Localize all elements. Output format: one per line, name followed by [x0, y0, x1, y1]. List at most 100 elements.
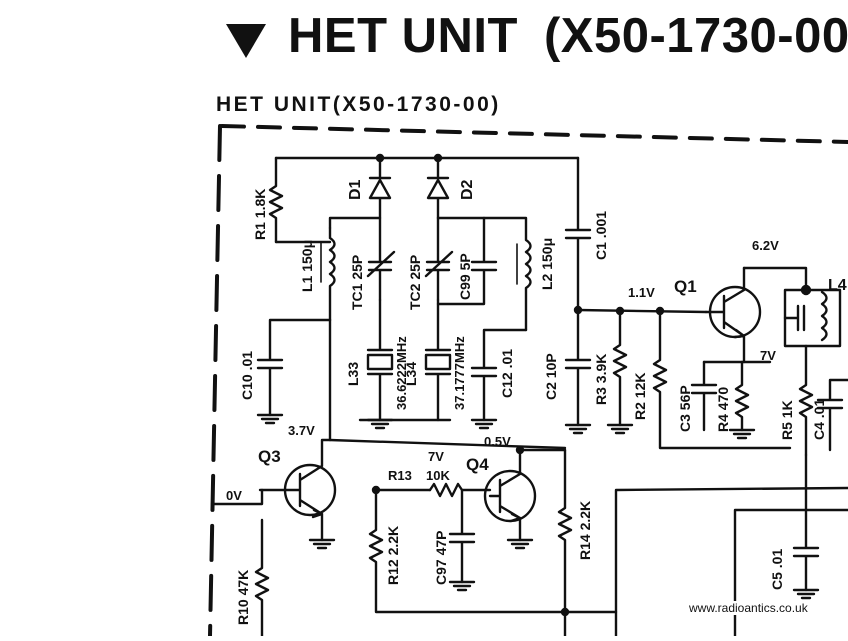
r14-label: R14 2.2K: [577, 501, 593, 560]
tc1-trimmer: [366, 216, 396, 302]
down-triangle-icon: [226, 24, 266, 58]
v0-label: 0V: [226, 488, 242, 503]
node-q4-collector: [515, 445, 525, 455]
c1-label: C1 .001: [593, 211, 609, 260]
r13-value: 10K: [426, 468, 450, 483]
q1-label: Q1: [674, 277, 697, 296]
c10-ground: [256, 413, 284, 425]
title-text: HET UNIT (X50-1730-00: [288, 8, 848, 64]
r14-out: [563, 610, 618, 638]
c5-ground: [792, 588, 820, 600]
r4-ground: [728, 428, 756, 440]
d1-label: D1: [347, 179, 364, 200]
v37-label: 3.7V: [288, 423, 315, 438]
c3-capacitor: [690, 360, 718, 432]
x2-crystal: [424, 298, 452, 422]
c5-label: C5 .01: [769, 549, 785, 590]
c4-label: C4 .01: [811, 399, 827, 440]
c12-capacitor: [470, 328, 528, 422]
r3-resistor: [612, 309, 628, 427]
c1-capacitor: [564, 156, 592, 312]
c99-label: C99 5P: [457, 253, 473, 300]
r14-resistor: [557, 448, 573, 614]
v7b-label: 7V: [428, 449, 444, 464]
page-title: HET UNIT (X50-1730-00: [226, 8, 848, 70]
v05-label: 0.5V: [484, 434, 511, 449]
l1-inductor: [328, 226, 336, 322]
v7a-label: 7V: [760, 348, 776, 363]
r13-resistor: [428, 482, 492, 498]
q1-base-line: [576, 308, 708, 314]
q1-collector-tank: [742, 266, 808, 292]
v62-label: 6.2V: [752, 238, 779, 253]
r5-resistor: [798, 344, 814, 457]
r5-to-c5: [792, 453, 820, 592]
l4-inductor: [820, 290, 828, 342]
r5-label: R5 1K: [779, 400, 795, 440]
q3-ground: [308, 538, 336, 550]
r12-resistor: [368, 488, 567, 614]
c12-ground: [470, 418, 498, 430]
node-d1-top: [375, 153, 385, 163]
l2-label: L2 150μ: [539, 238, 555, 290]
r1-label: R1 1.8K: [252, 189, 268, 240]
c2-label: C2 10P: [543, 353, 559, 400]
node-tank: [800, 284, 812, 296]
frame-label: HET UNIT(X50-1730-00): [216, 93, 501, 116]
q4-ground: [506, 538, 534, 550]
r10-label: R10 47K: [235, 570, 251, 625]
node-c2: [573, 305, 583, 315]
tc2-label: TC2 25P: [407, 255, 423, 310]
c10-label: C10 .01: [239, 351, 255, 400]
d2-label: D2: [459, 179, 476, 200]
l4-label: L4: [828, 277, 847, 294]
node-d2-top: [433, 153, 443, 163]
q3-label: Q3: [258, 447, 281, 466]
r10-resistor: [254, 518, 270, 638]
l2-inductor: [482, 216, 532, 332]
c4-capacitor: [816, 378, 848, 452]
tank-cap: [783, 304, 806, 332]
r3-label: R3 3.9K: [593, 354, 609, 405]
frame-left-dashed: [208, 124, 222, 638]
title-part-code: (X50-1730-00: [543, 9, 848, 63]
d1-diode: [328, 156, 392, 230]
c97-ground: [448, 580, 476, 592]
q4-leads: [488, 448, 567, 542]
c12-label: C12 .01: [499, 349, 515, 398]
v11-label: 1.1V: [628, 285, 655, 300]
q3-base-line: [210, 488, 264, 506]
r2-label: R2 12K: [632, 373, 648, 420]
frame-top-dashed: [220, 124, 848, 144]
r13-label: R13: [388, 468, 412, 483]
tc1-label: TC1 25P: [349, 255, 365, 310]
r2-resistor: [652, 309, 792, 450]
c97-label: C97 47P: [433, 531, 449, 585]
q3-leads: [258, 438, 332, 542]
title-unit-name: HET UNIT: [288, 9, 518, 63]
c2-ground: [564, 423, 592, 435]
tank-box: [783, 288, 842, 348]
q3-collector-net: [328, 438, 567, 450]
x-ground: [366, 418, 394, 430]
frame-inner-bottom: [733, 508, 848, 638]
c2-capacitor: [564, 308, 592, 427]
c10-capacitor: [256, 318, 332, 417]
watermark-url: www.radioantics.co.uk: [687, 601, 810, 615]
x2-label: 37.1777MHz: [452, 336, 467, 410]
q1-leads: [704, 266, 746, 364]
r1-resistor: [268, 156, 284, 244]
x1-label: 36.6222MHz: [394, 336, 409, 410]
x1-crystal: [366, 298, 394, 422]
r4-resistor: [734, 360, 750, 432]
r4-label: R4 470: [715, 387, 731, 432]
l34-label: L34: [403, 362, 419, 386]
q4-label: Q4: [466, 455, 489, 474]
d2-diode: [426, 156, 450, 220]
l1-label: L1 150μ: [299, 240, 315, 292]
tc2-trimmer: [424, 216, 454, 302]
l33-label: L33: [345, 362, 361, 386]
r3-ground: [606, 423, 634, 435]
r12-label: R12 2.2K: [385, 526, 401, 585]
